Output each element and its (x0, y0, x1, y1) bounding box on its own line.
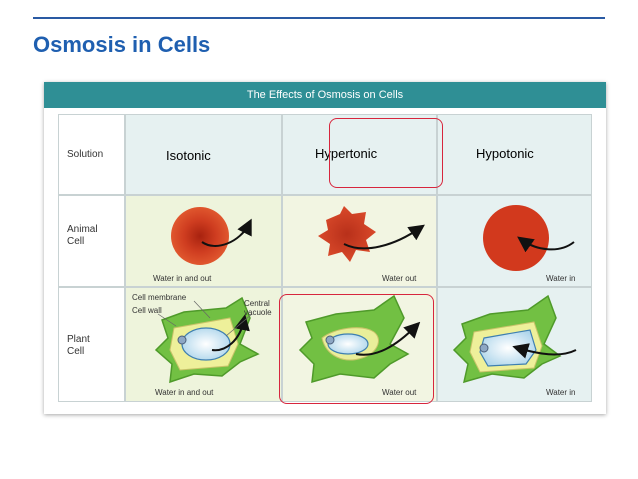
plant-isotonic-cell-drawing (154, 296, 260, 384)
label-cell-membrane: Cell membrane (132, 293, 187, 302)
row-label-plant-line1: Plant (67, 334, 90, 345)
caption-animal-isotonic: Water in and out (153, 274, 212, 283)
highlight-hypertonic-heading (329, 118, 443, 188)
animal-isotonic-rbc (171, 207, 252, 265)
row-label-animal-line2: Cell (67, 236, 85, 247)
label-central-vacuole-line1: Central (244, 299, 270, 308)
row-label-plant-line2: Cell (67, 346, 85, 357)
animal-hypertonic-rbc (318, 206, 425, 262)
caption-plant-hypotonic: Water in (546, 388, 576, 397)
plant-hypertonic-cell-drawing (298, 294, 421, 384)
solution-hypotonic-cell (437, 114, 592, 195)
top-rule (33, 17, 605, 19)
cell-drawings (154, 205, 577, 384)
caption-plant-isotonic: Water in and out (155, 388, 214, 397)
row-label-solution: Solution (58, 114, 125, 195)
row-label-solution-text: Solution (67, 148, 104, 160)
slide-title: Osmosis in Cells (33, 32, 211, 57)
animal-hypotonic-rbc (483, 205, 575, 271)
label-central-vacuole: Central vacuole (244, 299, 272, 317)
heading-hypertonic: Hypertonic (315, 146, 378, 161)
solution-hypertonic-cell (282, 114, 437, 195)
highlight-hypertonic-plant-cell (279, 294, 434, 404)
caption-animal-hypotonic: Water in (546, 274, 576, 283)
figure-banner: The Effects of Osmosis on Cells (44, 82, 606, 108)
label-central-vacuole-line2: vacuole (244, 308, 272, 317)
row-label-animal: Animal Cell (58, 195, 125, 287)
row-label-animal-line1: Animal (67, 224, 98, 235)
solution-isotonic-cell (125, 114, 282, 195)
heading-isotonic: Isotonic (166, 148, 211, 163)
caption-plant-hypertonic: Water out (382, 388, 417, 397)
row-label-plant: Plant Cell (58, 287, 125, 402)
label-cell-wall: Cell wall (132, 306, 162, 315)
caption-animal-hypertonic: Water out (382, 274, 417, 283)
heading-hypotonic: Hypotonic (476, 146, 534, 161)
osmosis-figure: The Effects of Osmosis on Cells Solution… (44, 82, 606, 414)
plant-hypotonic-cell-drawing (452, 294, 577, 384)
